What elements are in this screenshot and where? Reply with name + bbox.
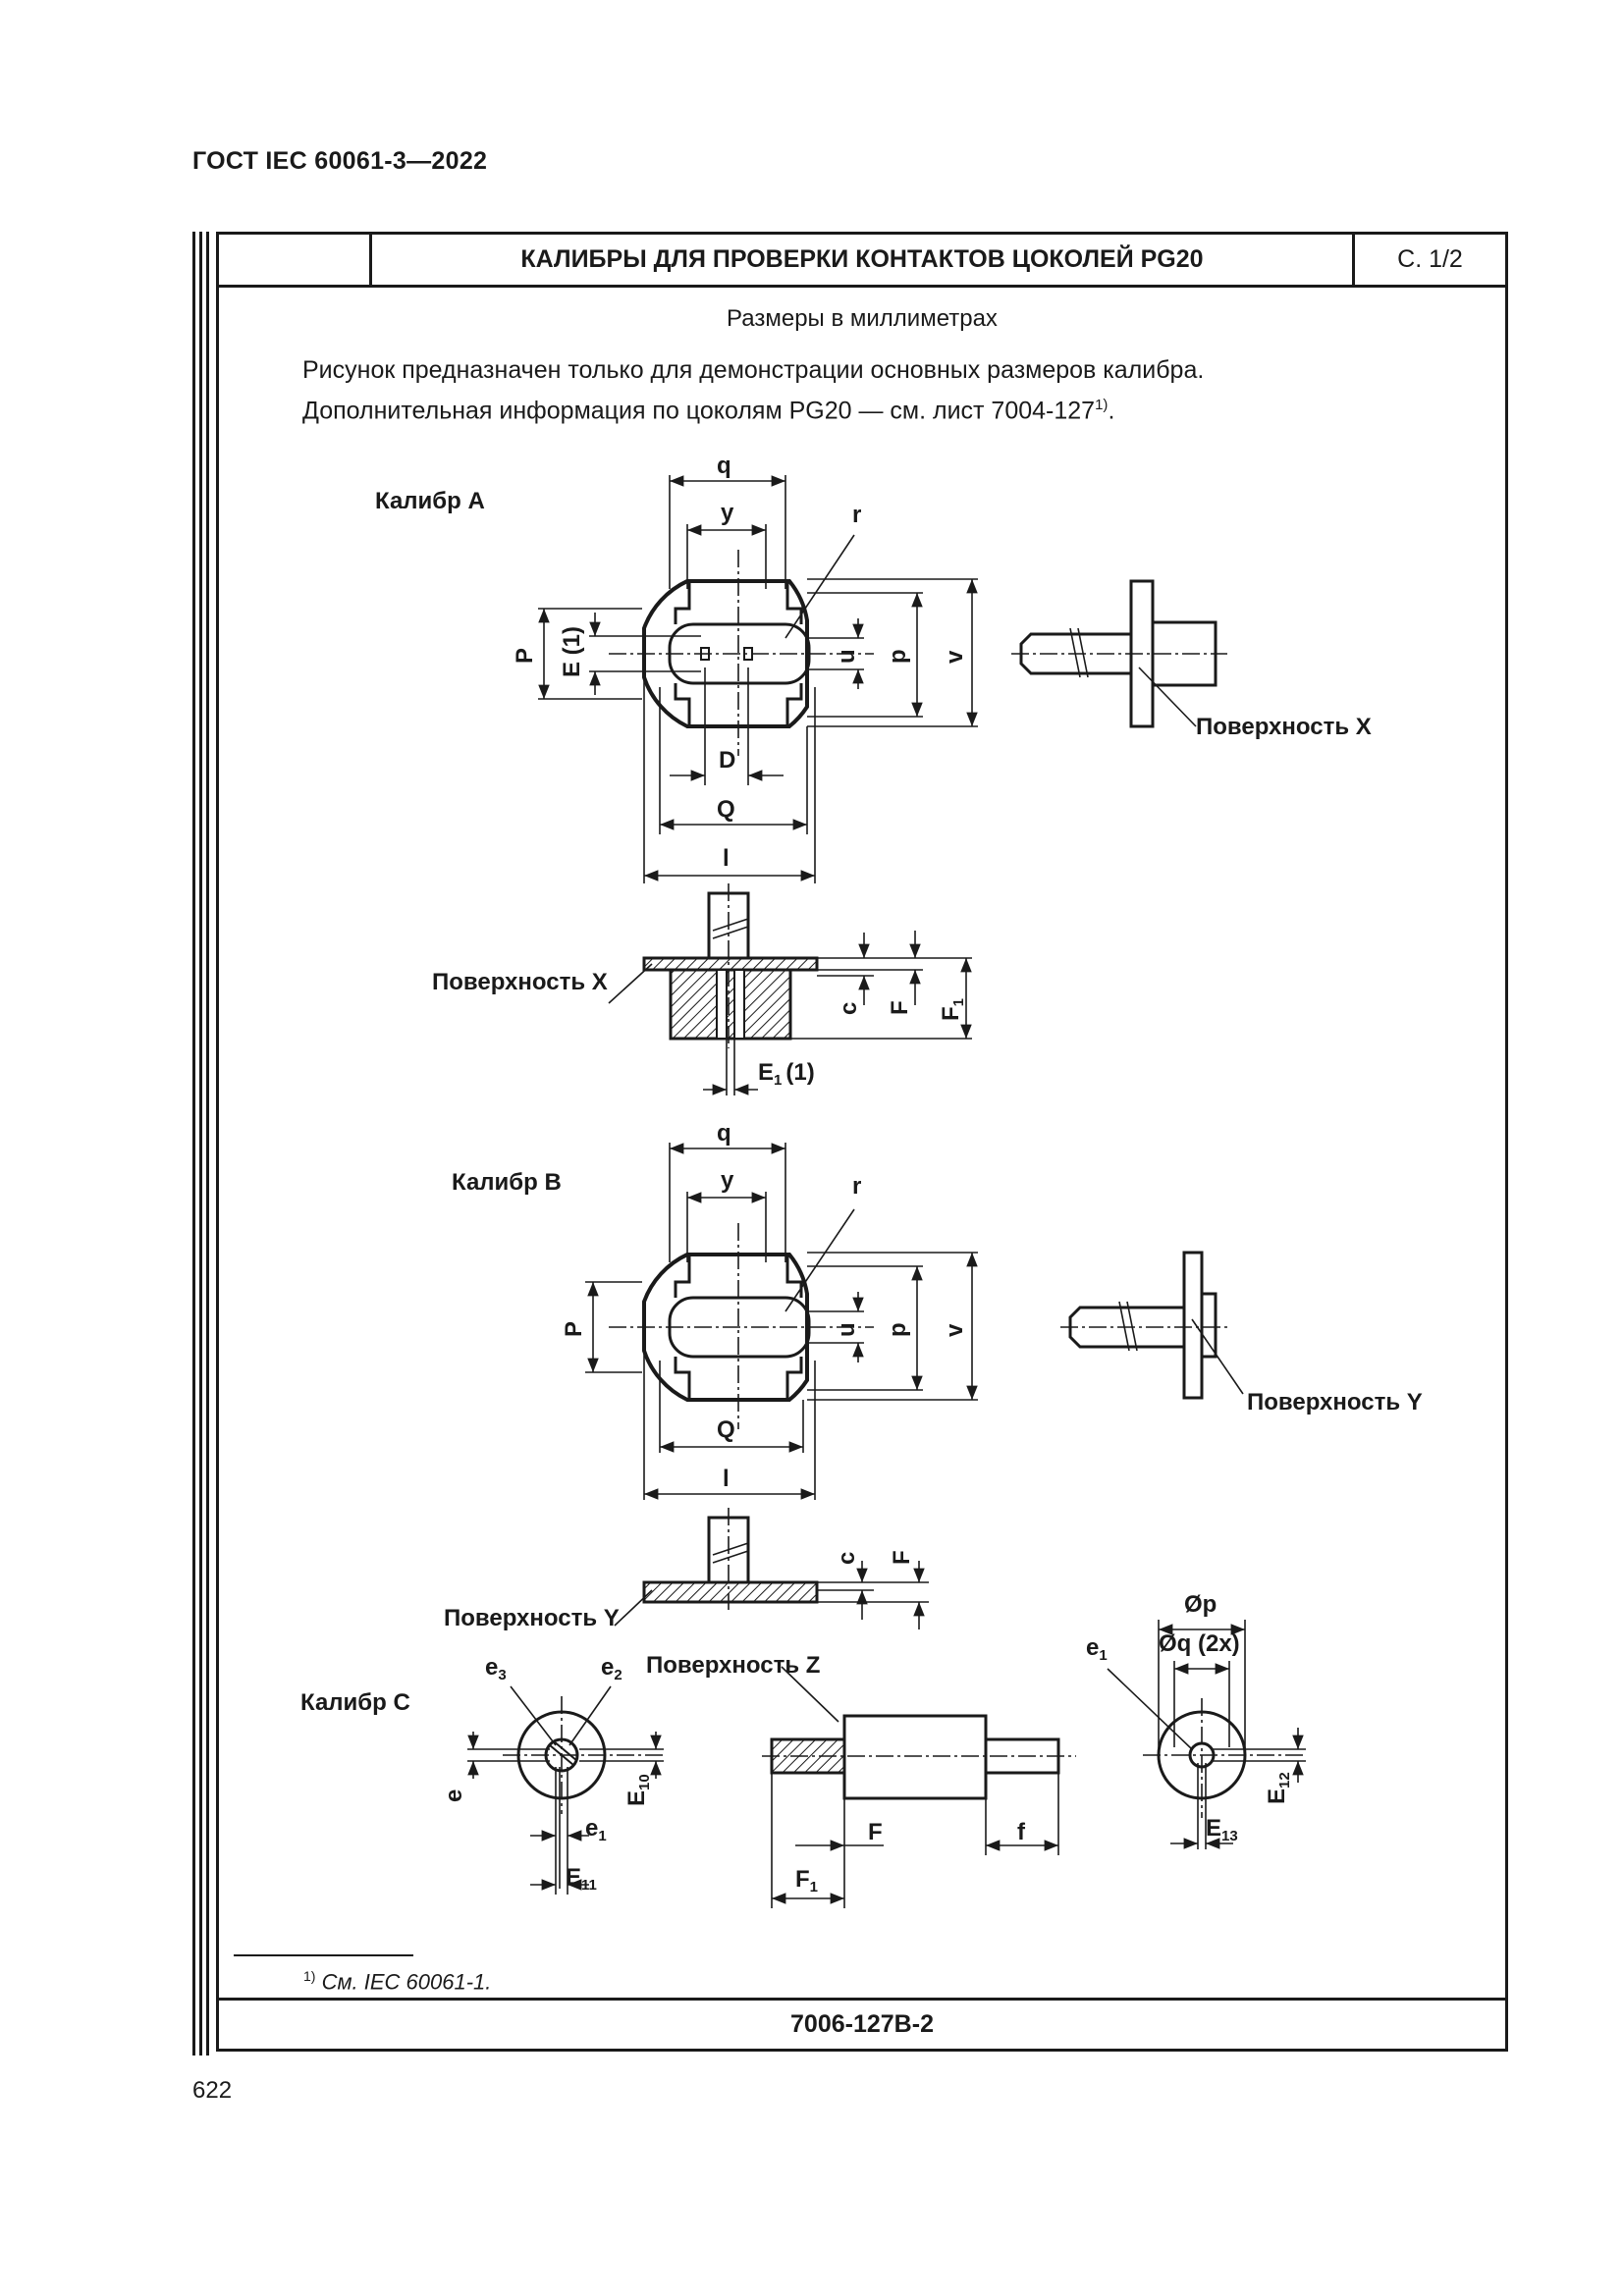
dim-e: e (441, 1789, 467, 1802)
surface-y-label-section: Поверхность Y (444, 1605, 620, 1631)
document-header: ГОСТ IEC 60061-3—2022 (192, 147, 488, 175)
dim-y-b: y (721, 1167, 734, 1194)
surface-x-label-section: Поверхность X (432, 969, 608, 995)
dim-Q: Q (717, 796, 735, 823)
gauge-b-label: Калибр В (452, 1169, 562, 1196)
dim-p-b: p (885, 1322, 911, 1337)
dim-r-b: r (852, 1173, 861, 1200)
surface-x-label: Поверхность X (1196, 714, 1372, 740)
description: Рисунок предназначен только для демонстр… (302, 352, 1382, 428)
dim-p: p (885, 649, 911, 664)
dim-E12: E12 (1264, 1772, 1293, 1804)
dim-P-b: P (561, 1321, 587, 1337)
margin-bar (192, 232, 195, 2056)
gauge-a-front-view (538, 475, 978, 883)
units-note: Размеры в миллиметрах (727, 305, 998, 332)
dim-D: D (719, 747, 735, 774)
dim-e2: e2 (601, 1654, 622, 1683)
dim-c: c (836, 1002, 862, 1015)
surface-y-label: Поверхность Y (1247, 1389, 1423, 1415)
dim-F-b: F (889, 1550, 915, 1565)
dim-e1-c: e1 (1086, 1634, 1108, 1664)
gauge-a-label: Калибр А (375, 488, 485, 514)
dim-F: F (887, 1000, 913, 1015)
gauge-b-side-view (1060, 1251, 1244, 1400)
surface-z-label: Поверхность Z (646, 1652, 820, 1679)
dim-q-b: q (717, 1120, 731, 1147)
dim-E-note: E (1) (559, 626, 585, 677)
sheet-page: С. 1/2 (1352, 235, 1505, 285)
dim-c-b: c (834, 1552, 860, 1565)
dim-Q-b: Q (717, 1416, 735, 1443)
gauge-b-section-view (614, 1508, 929, 1629)
dim-r: r (852, 502, 861, 528)
gauge-c-end-view (1107, 1620, 1306, 1849)
margin-bar (206, 232, 209, 2056)
dim-e3: e3 (485, 1654, 507, 1683)
sheet-code: 7006-127В-2 (219, 1998, 1505, 2049)
sheet-title: КАЛИБРЫ ДЛЯ ПРОВЕРКИ КОНТАКТОВ ЦОКОЛЕЙ P… (520, 245, 1204, 273)
gauge-b-front-view (585, 1143, 978, 1500)
dim-dp: Øp (1184, 1591, 1217, 1618)
footnote-ref: 1) (1095, 397, 1109, 413)
dim-e1: e1 (585, 1815, 607, 1844)
dim-E13: E13 (1206, 1815, 1238, 1844)
dim-u: u (834, 649, 860, 664)
sheet-frame: КАЛИБРЫ ДЛЯ ПРОВЕРКИ КОНТАКТОВ ЦОКОЛЕЙ P… (216, 232, 1508, 2052)
description-line-2: Дополнительная информация по цоколям PG2… (302, 397, 1115, 425)
gauge-a-section-view (608, 883, 972, 1095)
dim-F1-c: F1 (795, 1866, 818, 1896)
footnote-rule (234, 1954, 413, 1956)
dim-dq: Øq (2x) (1159, 1630, 1240, 1657)
dim-F1: F1 (938, 998, 967, 1021)
dim-P: P (512, 648, 538, 664)
title-row: КАЛИБРЫ ДЛЯ ПРОВЕРКИ КОНТАКТОВ ЦОКОЛЕЙ P… (219, 235, 1505, 288)
gauge-c-label: Калибр С (300, 1689, 410, 1716)
dim-E1: E1(1) (758, 1059, 815, 1089)
margin-bar (199, 232, 202, 2056)
description-line-1: Рисунок предназначен только для демонстр… (302, 356, 1205, 384)
dim-f: f (1017, 1819, 1026, 1845)
dim-E10: E10 (623, 1774, 653, 1806)
gauge-c-side-view (762, 1666, 1076, 1908)
dim-l-b: l (723, 1466, 730, 1492)
page-number: 622 (192, 2077, 233, 2104)
dim-y: y (721, 500, 734, 526)
dim-q: q (717, 453, 731, 479)
footnote: 1) См. IEC 60061-1. (303, 1968, 492, 1995)
dim-l: l (723, 845, 730, 872)
dim-E11: E11 (566, 1864, 597, 1894)
gauge-c-front-view (467, 1685, 664, 1895)
title-cell-blank (219, 235, 372, 285)
dim-F-c: F (868, 1819, 883, 1845)
dim-u-b: u (834, 1322, 860, 1337)
dim-v-b: v (942, 1323, 968, 1337)
dim-v: v (942, 650, 968, 664)
gauge-a-side-view (1011, 579, 1227, 728)
